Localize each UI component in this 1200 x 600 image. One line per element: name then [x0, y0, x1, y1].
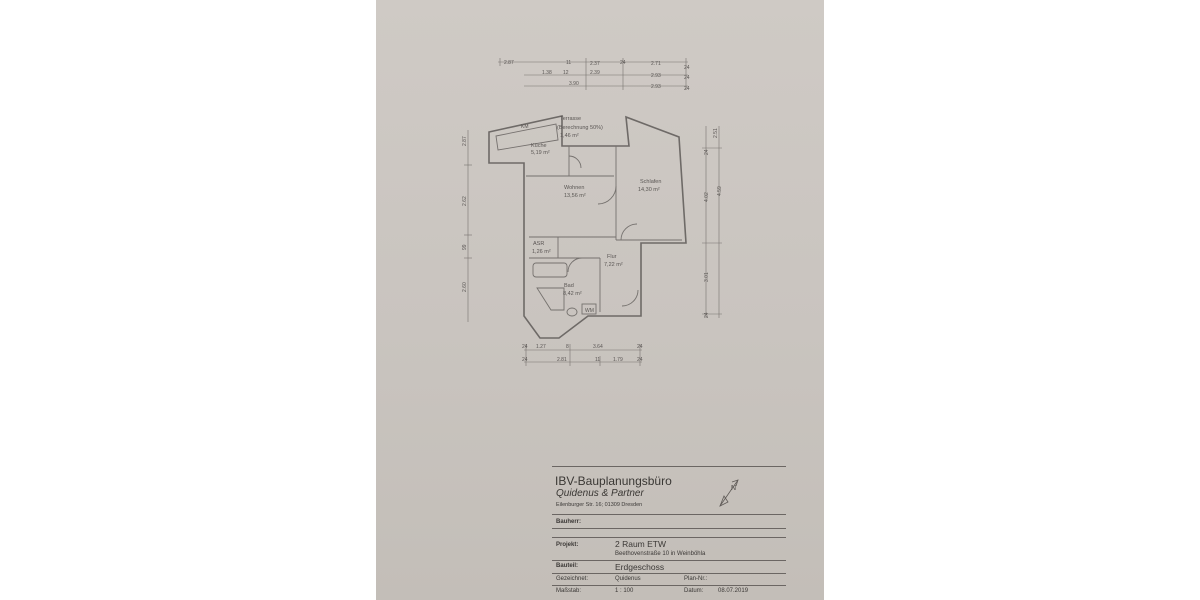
title-block-divider	[552, 514, 786, 515]
dim-top: 1.38	[542, 70, 552, 76]
dim-top: 2.93	[651, 84, 661, 90]
room-wohnen-area: 13,56 m²	[564, 193, 586, 199]
dim-top: 11	[566, 60, 571, 66]
dim-top: 2.93	[651, 73, 661, 79]
dim-left: 2.87	[462, 136, 468, 146]
dim-bottom: 24	[637, 344, 643, 350]
title-block-divider	[552, 537, 786, 538]
room-terrasse-area: 1,46 m²	[560, 133, 579, 139]
dim-left: 2.62	[462, 196, 468, 206]
gezeichnet-value: Quidenus	[615, 576, 641, 582]
plan-nr-label: Plan-Nr.:	[684, 576, 708, 582]
dim-bottom: 3.64	[593, 344, 603, 350]
floor-plan: Terrasse (Berechnung 50%) 1,46 m² Küche …	[462, 58, 723, 366]
dim-top: 24	[684, 75, 690, 81]
room-bad-name: Bad	[564, 283, 574, 289]
dim-top: 2.37	[590, 61, 600, 67]
dim-right: 4.02	[704, 192, 710, 202]
room-schlafen-name: Schlafen	[640, 179, 661, 185]
title-block-divider	[552, 528, 786, 529]
dim-left: 99	[462, 244, 468, 250]
dim-right: 3.01	[704, 272, 710, 282]
gezeichnet-label: Gezeichnet:	[556, 576, 589, 582]
projekt-address: Beethovenstraße 10 in Weinböhla	[615, 551, 706, 557]
title-block-divider	[552, 466, 786, 467]
massstab-value: 1 : 100	[615, 588, 634, 594]
dim-left: 2.60	[462, 282, 468, 292]
datum-label: Datum:	[684, 588, 704, 594]
room-terrasse-name: Terrasse	[560, 116, 581, 122]
appliance-wm: WM	[585, 308, 594, 314]
massstab-label: Maßstab:	[556, 588, 582, 594]
dim-right: 24	[704, 149, 710, 155]
room-flur-name: Flur	[607, 254, 617, 260]
office-name: IBV-Bauplanungsbüro	[555, 474, 672, 488]
dim-top: 24	[620, 60, 626, 66]
room-kueche-name: Küche	[531, 143, 547, 149]
dim-bottom: 24	[522, 357, 528, 363]
title-block-divider	[552, 573, 786, 574]
room-wohnen-name: Wohnen	[564, 185, 584, 191]
projekt-value: 2 Raum ETW	[615, 539, 667, 549]
room-kueche-area: 5,19 m²	[531, 150, 550, 156]
dim-top: 2.87	[504, 60, 514, 66]
north-letter: N	[731, 485, 736, 492]
dim-top: 2.39	[590, 70, 600, 76]
dim-bottom: 2.81	[557, 357, 567, 363]
dim-top: 24	[684, 65, 690, 71]
dim-top: 12	[563, 70, 569, 76]
north-arrow-icon: N	[719, 479, 739, 507]
dim-right: 2.51	[713, 128, 719, 138]
room-flur-area: 7,22 m²	[604, 262, 623, 268]
title-block: IBV-Bauplanungsbüro Quidenus & Partner E…	[552, 466, 786, 600]
datum-value: 08.07.2019	[718, 588, 749, 594]
bauteil-label: Bauteil:	[556, 563, 579, 569]
dim-bottom: 24	[522, 344, 528, 350]
title-block-divider	[552, 560, 786, 561]
room-terrasse-note: (Berechnung 50%)	[557, 125, 603, 131]
appliance-km: KM	[521, 124, 529, 130]
office-address: Eilenburger Str. 16; 01309 Dresden	[556, 502, 643, 508]
bauteil-value: Erdgeschoss	[615, 562, 665, 572]
dim-right: 4.59	[717, 186, 723, 196]
dim-right: 24	[704, 312, 710, 318]
dim-top: 2.71	[651, 61, 661, 67]
dim-top: 24	[684, 86, 690, 92]
room-asr-name: ASR	[533, 241, 544, 247]
room-schlafen-area: 14,30 m²	[638, 187, 660, 193]
dim-bottom: 11	[595, 357, 600, 363]
title-block-divider	[552, 585, 786, 586]
room-bad-area: 8,42 m²	[563, 291, 582, 297]
projekt-label: Projekt:	[556, 542, 579, 548]
dim-bottom: 8	[566, 344, 569, 350]
drawing-sheet: Terrasse (Berechnung 50%) 1,46 m² Küche …	[376, 0, 824, 600]
room-asr-area: 1,26 m²	[532, 249, 551, 255]
dim-bottom: 1.79	[613, 357, 623, 363]
dim-bottom: 1.27	[536, 344, 546, 350]
dim-bottom: 24	[637, 357, 643, 363]
partner-name: Quidenus & Partner	[556, 488, 644, 499]
bauherr-label: Bauherr:	[556, 519, 582, 525]
dim-top: 3.90	[569, 81, 579, 87]
